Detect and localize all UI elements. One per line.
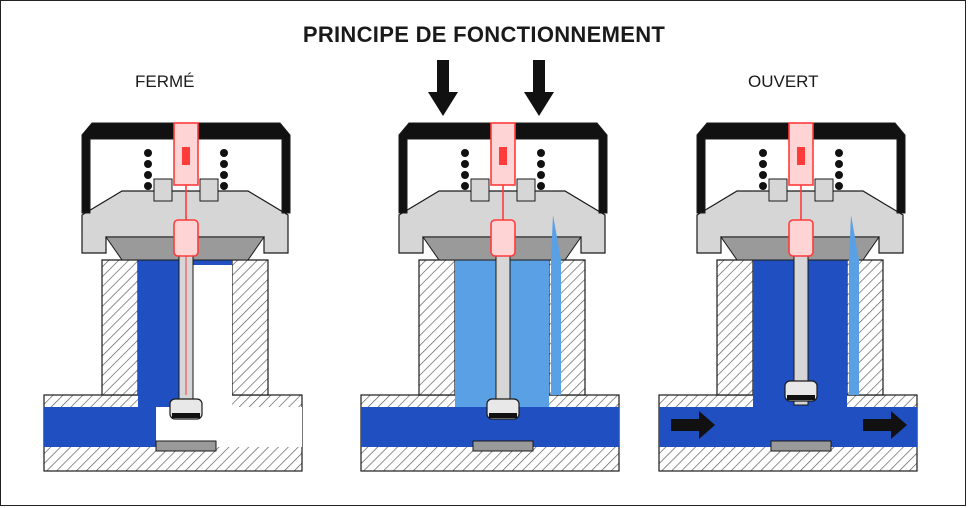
pilot-core [797, 147, 805, 165]
arrow-down-icon [524, 60, 554, 116]
guide-block [199, 178, 219, 202]
bonnet [696, 122, 906, 214]
disc-seal [489, 413, 517, 418]
spring-coil [759, 149, 767, 157]
panel-label-ferme: FERMÉ [135, 72, 195, 91]
spring-coil [220, 160, 228, 168]
guide-block [768, 178, 788, 202]
valve-diagram-ouvert [658, 122, 918, 472]
pressure-channel [849, 215, 859, 395]
guide-block [153, 178, 173, 202]
body-cavity-dry [186, 265, 232, 407]
body-wall-left [101, 259, 139, 396]
spring-coil [835, 149, 843, 157]
disc-seal [787, 395, 815, 400]
spring-coil [461, 149, 469, 157]
valve-diagram-ferme [43, 122, 303, 472]
body-wall-left [418, 259, 456, 396]
spring-coil [835, 160, 843, 168]
spring-coil [759, 160, 767, 168]
spring-coil [759, 182, 767, 190]
valve-stem [793, 234, 809, 406]
spring-coil [537, 182, 545, 190]
bonnet [398, 122, 608, 214]
flow-arrow-right-icon [863, 411, 907, 439]
panel-label-ouvert: OUVERT [748, 72, 819, 91]
valve-seat [770, 440, 832, 452]
bonnet [81, 122, 291, 214]
pilot-chamber [173, 219, 199, 257]
inlet-water [44, 407, 156, 447]
pilot-chamber [788, 219, 814, 257]
spring-coil [220, 149, 228, 157]
spring-coil [835, 171, 843, 179]
diagram-title: PRINCIPE DE FONCTIONNEMENT [302, 22, 666, 47]
spring-coil [144, 149, 152, 157]
valve-stem [495, 234, 511, 406]
body-wall-right [231, 259, 269, 396]
spring-coil [537, 160, 545, 168]
arrow-down-icon [428, 60, 458, 116]
spring-coil [759, 171, 767, 179]
spring-coil [144, 160, 152, 168]
pilot-core [499, 147, 507, 165]
spring-coil [144, 182, 152, 190]
body-wall-left [716, 259, 754, 396]
guide-block [814, 178, 834, 202]
valve-diagram-pression [360, 122, 620, 472]
spring-coil [461, 160, 469, 168]
guide-block [516, 178, 536, 202]
spring-coil [220, 171, 228, 179]
inlet-water [361, 407, 473, 447]
pressure-channel [551, 215, 561, 395]
spring-coil [835, 182, 843, 190]
flow-arrow-right-icon [671, 411, 715, 439]
spring-coil [461, 171, 469, 179]
spring-coil [537, 171, 545, 179]
pilot-core [182, 147, 190, 165]
spring-coil [144, 171, 152, 179]
guide-block [470, 178, 490, 202]
spring-coil [461, 182, 469, 190]
valve-seat [472, 440, 534, 452]
pilot-chamber [490, 219, 516, 257]
valve-seat [155, 440, 217, 452]
spring-coil [537, 149, 545, 157]
spring-coil [220, 182, 228, 190]
disc-seal [172, 413, 200, 418]
